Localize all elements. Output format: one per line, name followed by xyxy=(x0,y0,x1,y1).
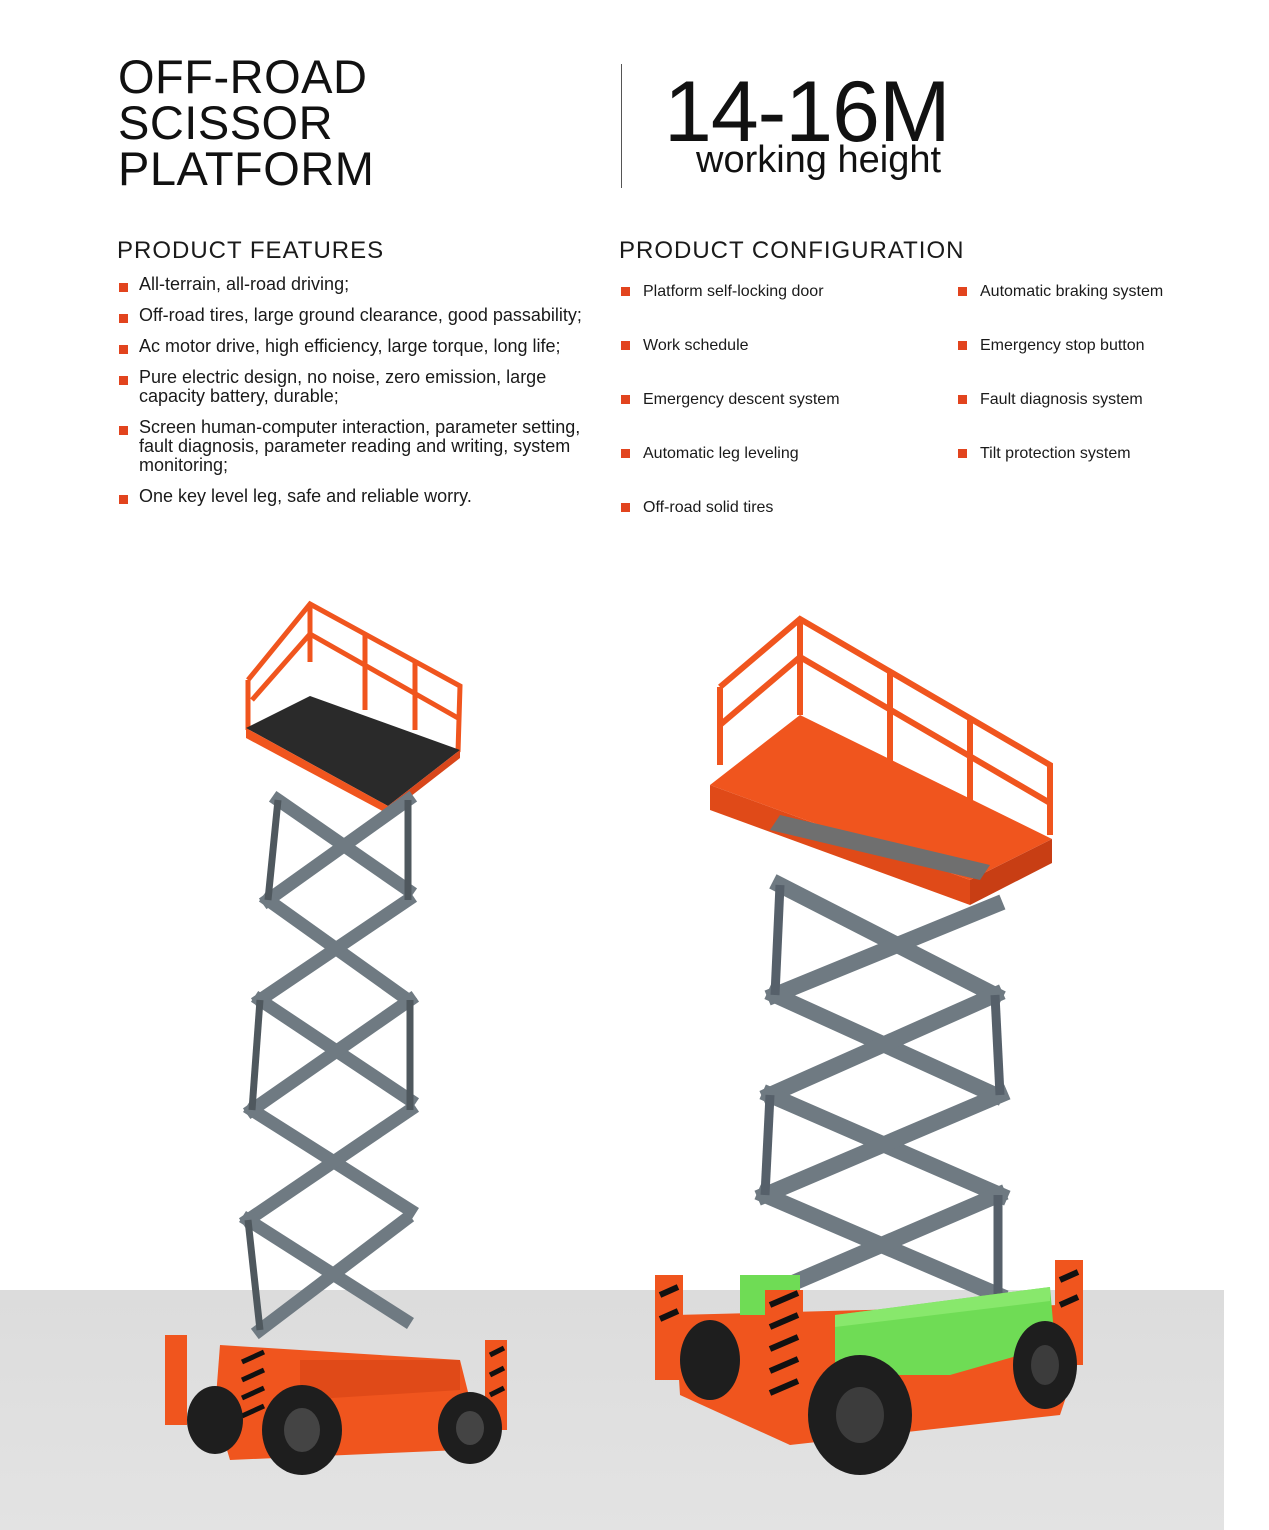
bullet-square-icon xyxy=(119,283,128,292)
feature-text: Ac motor drive, high efficiency, large t… xyxy=(139,336,561,356)
feature-text: Pure electric design, no noise, zero emi… xyxy=(139,367,547,406)
bullet-square-icon xyxy=(119,426,128,435)
config-item: Emergency descent system xyxy=(619,390,939,444)
product-title: OFF-ROAD SCISSOR PLATFORM xyxy=(118,50,375,195)
bullet-square-icon xyxy=(621,287,630,296)
config-item: Automatic braking system xyxy=(956,282,1256,336)
feature-text: One key level leg, safe and reliable wor… xyxy=(139,486,472,506)
features-list: All-terrain, all-road driving; Off-road … xyxy=(117,275,587,518)
bullet-square-icon xyxy=(621,341,630,350)
config-item: Emergency stop button xyxy=(956,336,1256,390)
config-text: Emergency descent system xyxy=(643,391,840,408)
bullet-square-icon xyxy=(621,503,630,512)
bullet-square-icon xyxy=(958,341,967,350)
feature-text: Screen human-computer interaction, param… xyxy=(139,417,581,475)
scissor-lift-side-view-image xyxy=(165,600,507,1475)
title-line-2: SCISSOR xyxy=(118,96,334,149)
configuration-heading: PRODUCT CONFIGURATION xyxy=(619,237,965,264)
feature-item: Ac motor drive, high efficiency, large t… xyxy=(117,337,587,356)
bullet-square-icon xyxy=(621,395,630,404)
bullet-square-icon xyxy=(958,287,967,296)
feature-text: All-terrain, all-road driving; xyxy=(139,274,350,294)
bullet-square-icon xyxy=(119,376,128,385)
config-text: Tilt protection system xyxy=(980,445,1131,462)
bullet-square-icon xyxy=(119,495,128,504)
working-height-label: working height xyxy=(696,139,942,181)
title-line-3: PLATFORM xyxy=(118,142,375,195)
config-text: Fault diagnosis system xyxy=(980,391,1143,408)
config-item: Off-road solid tires xyxy=(619,498,939,552)
config-item: Automatic leg leveling xyxy=(619,444,939,498)
feature-item: Off-road tires, large ground clearance, … xyxy=(117,306,587,325)
config-text: Off-road solid tires xyxy=(643,499,774,516)
feature-text: Off-road tires, large ground clearance, … xyxy=(139,305,582,325)
features-heading: PRODUCT FEATURES xyxy=(117,237,385,264)
config-text: Automatic braking system xyxy=(980,283,1164,300)
config-text: Emergency stop button xyxy=(980,337,1145,354)
config-item: Tilt protection system xyxy=(956,444,1256,498)
bullet-square-icon xyxy=(119,345,128,354)
bullet-square-icon xyxy=(958,449,967,458)
config-item: Platform self-locking door xyxy=(619,282,939,336)
config-text: Platform self-locking door xyxy=(643,283,824,300)
feature-item: All-terrain, all-road driving; xyxy=(117,275,587,294)
bullet-square-icon xyxy=(958,395,967,404)
feature-item: Pure electric design, no noise, zero emi… xyxy=(117,368,587,406)
scissor-lift-front-view-image xyxy=(655,615,1083,1475)
config-item: Work schedule xyxy=(619,336,939,390)
config-text: Automatic leg leveling xyxy=(643,445,799,462)
feature-item: Screen human-computer interaction, param… xyxy=(117,418,587,475)
title-divider xyxy=(621,64,622,188)
config-text: Work schedule xyxy=(643,337,749,354)
title-line-1: OFF-ROAD xyxy=(118,50,368,103)
working-height-value: 14-16M xyxy=(664,64,951,160)
configuration-list-left: Platform self-locking door Work schedule… xyxy=(619,282,939,552)
config-item: Fault diagnosis system xyxy=(956,390,1256,444)
bullet-square-icon xyxy=(119,314,128,323)
feature-item: One key level leg, safe and reliable wor… xyxy=(117,487,587,506)
bullet-square-icon xyxy=(621,449,630,458)
configuration-list-right: Automatic braking system Emergency stop … xyxy=(956,282,1256,498)
